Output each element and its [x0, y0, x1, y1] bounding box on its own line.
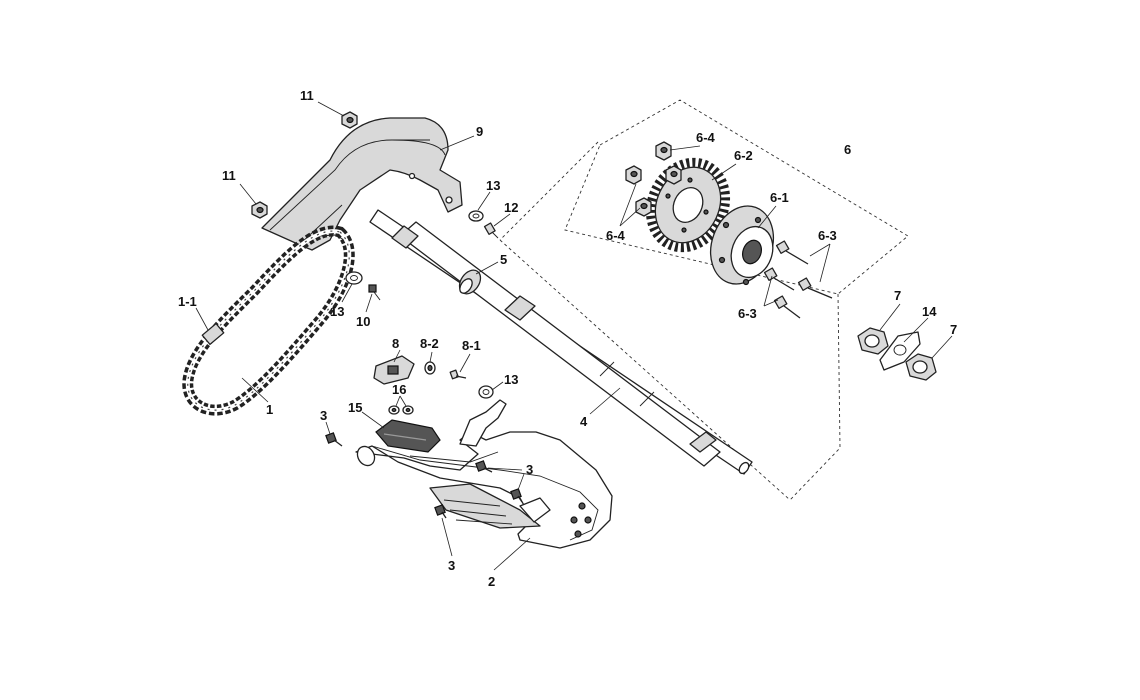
- label-3-left: 3: [320, 408, 327, 423]
- label-16: 16: [392, 382, 406, 397]
- label-13-middle: 13: [330, 304, 344, 319]
- label-6-4-bottom: 6-4: [606, 228, 626, 243]
- tensioner-washer: [424, 361, 436, 375]
- label-5: 5: [500, 252, 507, 267]
- chain-guard: [261, 117, 463, 251]
- axle-spacer: [458, 269, 482, 295]
- label-6-2: 6-2: [734, 148, 753, 163]
- label-8-1: 8-1: [462, 338, 481, 353]
- bolt-10: [368, 284, 381, 301]
- label-9: 9: [476, 124, 483, 139]
- axle-nut-left: [857, 327, 889, 355]
- label-1: 1: [266, 402, 273, 417]
- label-7-left: 7: [894, 288, 901, 303]
- nut-11-top: [341, 111, 358, 129]
- label-2: 2: [488, 574, 495, 589]
- label-3-lower: 3: [448, 558, 455, 573]
- hub-bolt-3: [797, 277, 833, 299]
- hub-bolt-4: [773, 295, 801, 319]
- hub-bolt-2: [763, 267, 795, 291]
- label-13-lower: 13: [504, 372, 518, 387]
- sprocket-nut-3: [625, 165, 642, 185]
- label-6-4-top: 6-4: [696, 130, 716, 145]
- label-7-right: 7: [950, 322, 957, 337]
- label-11-left: 11: [222, 168, 236, 183]
- label-10: 10: [356, 314, 370, 329]
- washer-13-upper: [468, 210, 484, 222]
- label-6-3-right: 6-3: [818, 228, 837, 243]
- sprocket-hub-assembly-outline: [564, 99, 909, 295]
- label-13-upper: 13: [486, 178, 500, 193]
- label-4: 4: [580, 414, 588, 429]
- bolt-3-left: [325, 432, 343, 447]
- bolt-3-right: [510, 488, 523, 503]
- label-15: 15: [348, 400, 362, 415]
- bolt-3-center: [475, 460, 493, 473]
- chain-master-link: [201, 322, 225, 346]
- axle-nut-right: [905, 353, 937, 381]
- bolt-3-lower: [434, 504, 447, 519]
- hub-flange: [710, 205, 774, 286]
- part-labels: 11 9 11 13 12 5 13 10 1-1 1 8 8-2 8-1 13…: [178, 88, 957, 589]
- washer-16-right: [402, 405, 414, 415]
- washer-16-left: [388, 405, 400, 415]
- bolt-12: [483, 222, 499, 239]
- label-14: 14: [922, 304, 937, 319]
- lock-washer: [879, 331, 921, 371]
- chain-slider: [375, 419, 441, 453]
- washer-13-middle: [345, 271, 363, 285]
- label-8-2: 8-2: [420, 336, 439, 351]
- washer-13-lower: [478, 385, 494, 399]
- hub-bolt-1: [775, 240, 809, 265]
- tensioner-bolt: [449, 369, 467, 380]
- sprocket-nut-1: [655, 141, 672, 161]
- label-1-1: 1-1: [178, 294, 197, 309]
- drive-chain: [182, 225, 355, 416]
- tensioner-block: [373, 355, 415, 385]
- leader-lines: [195, 101, 953, 571]
- label-3-right: 3: [526, 462, 533, 477]
- label-6-1: 6-1: [770, 190, 789, 205]
- sprocket: [645, 157, 731, 253]
- label-12: 12: [504, 200, 518, 215]
- sprocket-nut-2: [665, 165, 682, 185]
- label-11-top: 11: [300, 88, 314, 103]
- sprocket-nut-4: [635, 197, 652, 217]
- label-8: 8: [392, 336, 399, 351]
- label-6: 6: [844, 142, 851, 157]
- nut-11-left: [251, 201, 268, 219]
- swing-arm-frame: [355, 399, 613, 549]
- label-6-3-lower: 6-3: [738, 306, 757, 321]
